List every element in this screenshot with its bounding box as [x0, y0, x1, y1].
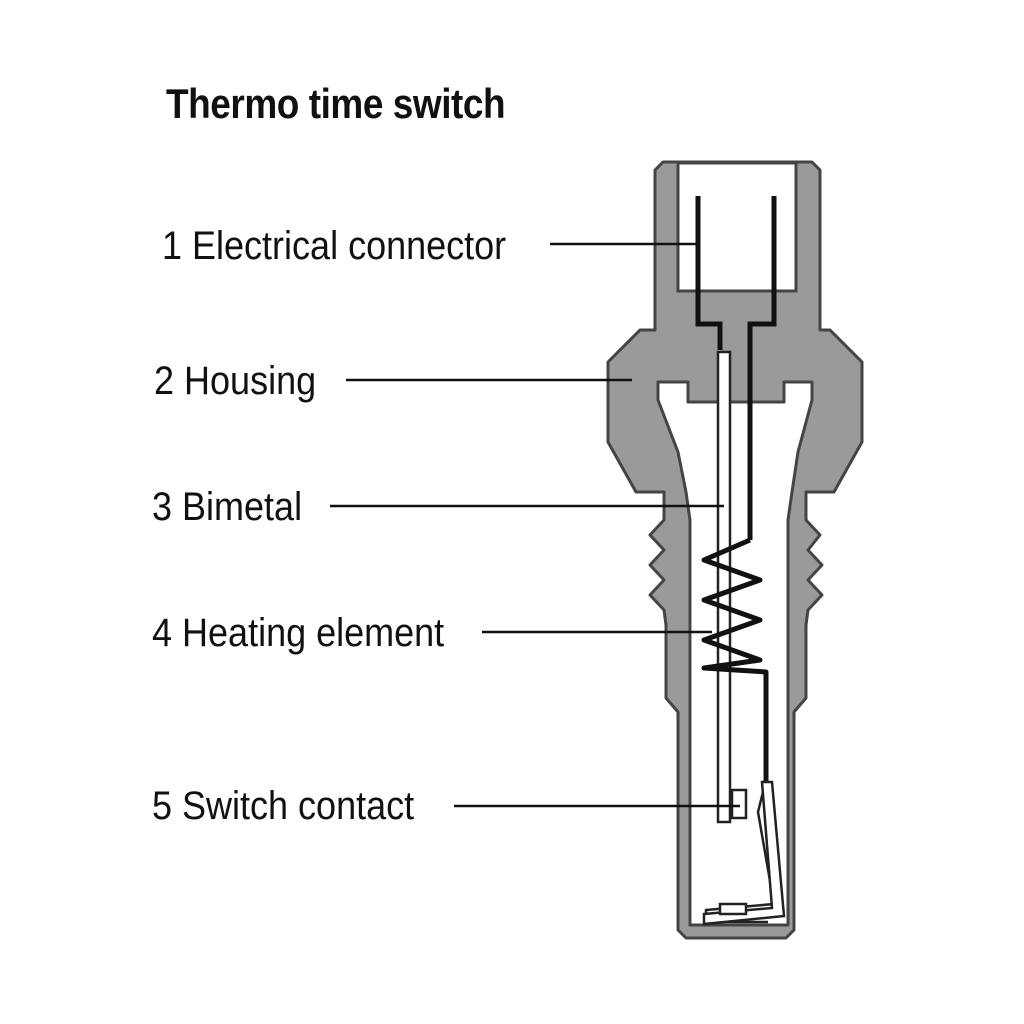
label-switch-contact: 5 Switch contact: [152, 784, 415, 828]
label-electrical-connector: 1 Electrical connector: [162, 224, 507, 268]
heating-element-coil: [701, 537, 769, 782]
connector-pin-left: [695, 196, 723, 350]
connector-pin-right: [747, 196, 777, 540]
bottom-contact: [718, 902, 748, 916]
bimetal-strip: [716, 350, 732, 824]
diagram-title: Thermo time switch: [166, 80, 506, 127]
label-housing: 2 Housing: [154, 359, 317, 403]
switch-contact-point: [730, 788, 748, 820]
label-bimetal: 3 Bimetal: [152, 485, 303, 529]
contact-spring-band: [702, 780, 786, 926]
label-heating-element: 4 Heating element: [152, 611, 445, 655]
